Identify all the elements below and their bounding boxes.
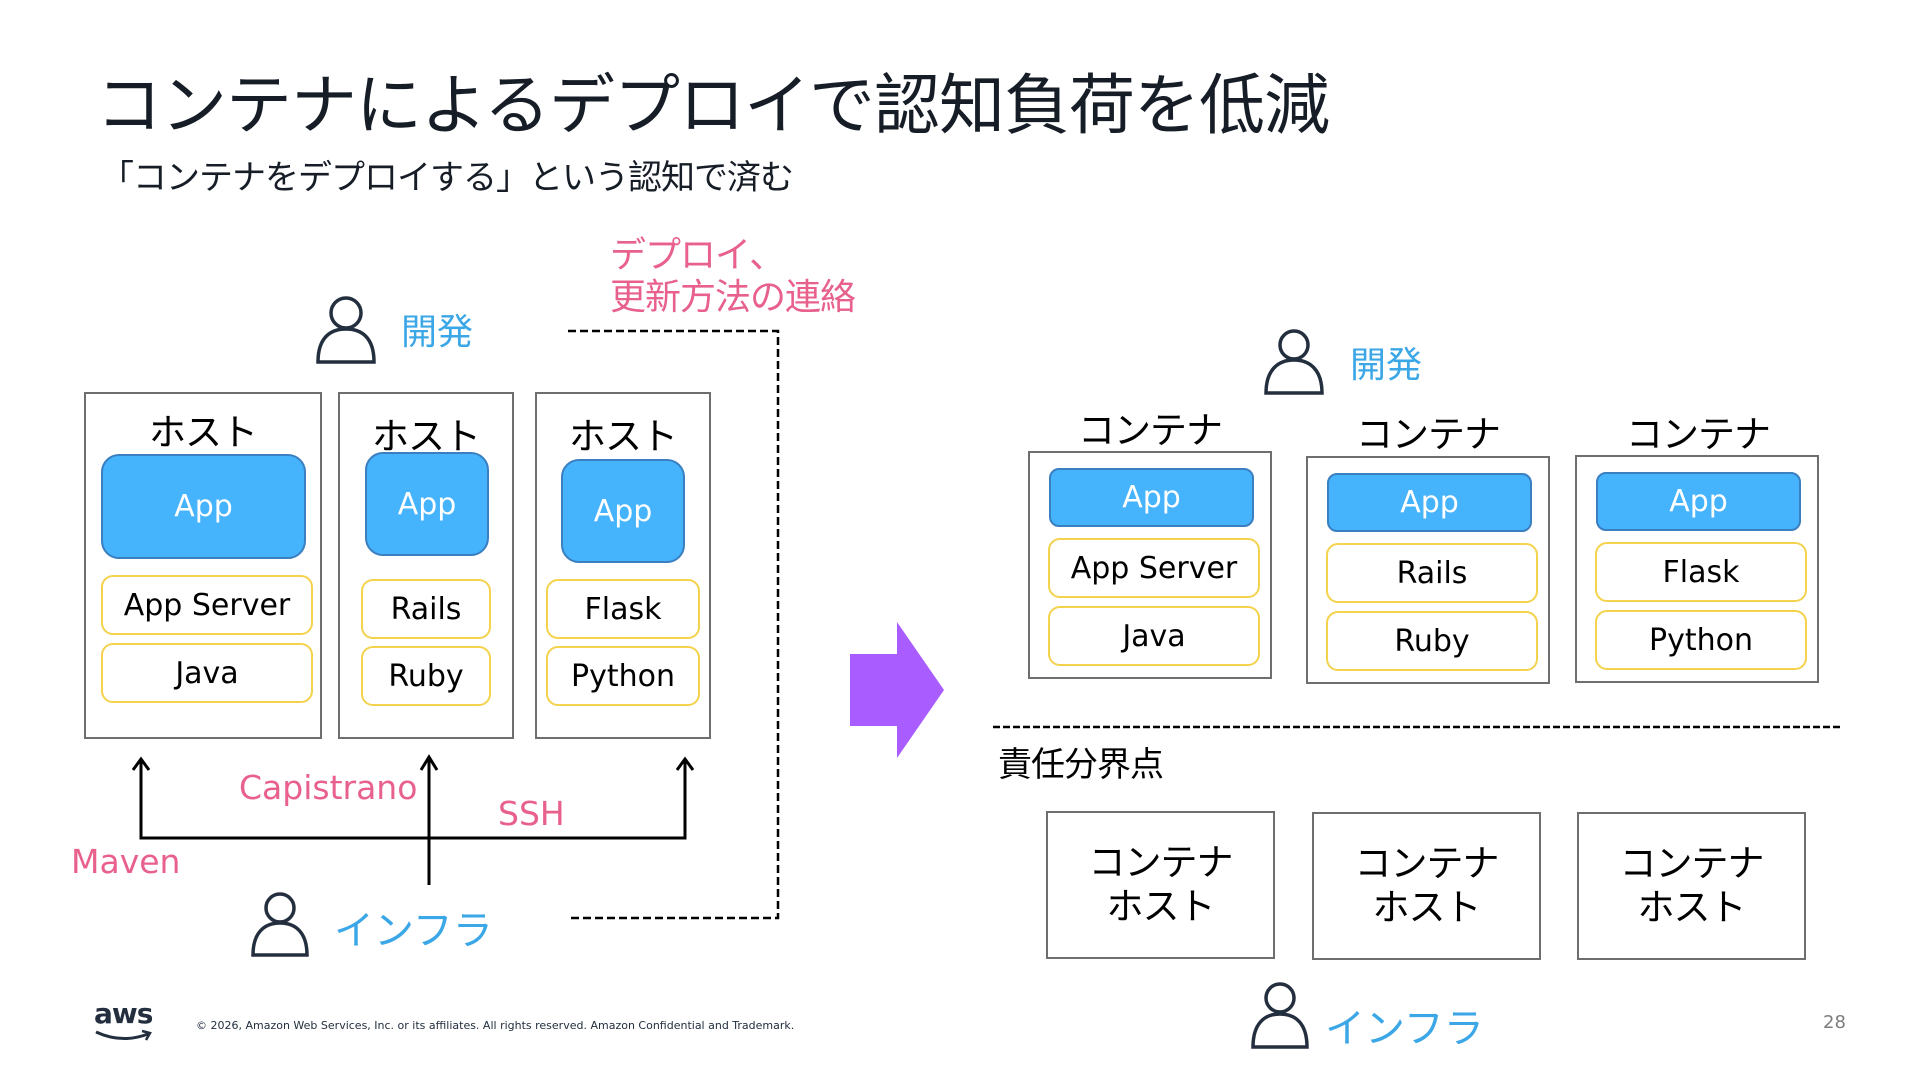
arrowhead-right bbox=[675, 756, 695, 771]
layer-box: App Server bbox=[101, 575, 313, 635]
app-box: App bbox=[101, 454, 306, 559]
layer-box: Java bbox=[101, 643, 313, 703]
capistrano-label: Capistrano bbox=[239, 768, 418, 807]
layer-box: Ruby bbox=[1326, 611, 1538, 671]
communication-note: デプロイ、 更新方法の連絡 bbox=[610, 235, 856, 319]
host-box: ホスト App Rails Ruby bbox=[338, 392, 514, 739]
communication-note-line2: 更新方法の連絡 bbox=[610, 277, 856, 318]
app-box: App bbox=[1596, 472, 1801, 531]
layer-box: Rails bbox=[361, 579, 491, 639]
ssh-label: SSH bbox=[498, 794, 565, 833]
container-host-line2: ホスト bbox=[1637, 886, 1747, 929]
container-host-line1: コンテナ bbox=[1088, 841, 1234, 884]
host-box: ホスト App App Server Java bbox=[84, 392, 322, 739]
container-host-box: コンテナ ホスト bbox=[1046, 811, 1275, 959]
arrowhead-center bbox=[419, 754, 439, 771]
host-label: ホスト bbox=[372, 415, 481, 458]
layer-box: Java bbox=[1048, 606, 1260, 666]
layer-box: Python bbox=[1595, 610, 1807, 670]
app-box: App bbox=[365, 452, 489, 556]
layer-box: Rails bbox=[1326, 543, 1538, 603]
container-box: App App Server Java bbox=[1028, 451, 1272, 679]
layer-box: Flask bbox=[546, 579, 700, 639]
deploy-arrows bbox=[131, 754, 695, 885]
aws-smile-icon bbox=[95, 1029, 152, 1041]
transition-arrow bbox=[850, 622, 944, 758]
app-box: App bbox=[1327, 473, 1532, 532]
container-host-box: コンテナ ホスト bbox=[1577, 812, 1806, 960]
infra-label: インフラ bbox=[1325, 1006, 1484, 1052]
developer-label: 開発 bbox=[1350, 345, 1423, 386]
aws-logo-text: aws bbox=[94, 997, 153, 1030]
deploy-line-horizontal bbox=[139, 760, 687, 840]
copyright-footer: © 2026, Amazon Web Services, Inc. or its… bbox=[196, 1019, 795, 1032]
layer-box: App Server bbox=[1048, 538, 1260, 598]
layer-box: Python bbox=[546, 646, 700, 706]
container-label: コンテナ bbox=[1626, 413, 1771, 456]
app-box: App bbox=[561, 459, 685, 563]
maven-label: Maven bbox=[71, 842, 181, 881]
container-host-box: コンテナ ホスト bbox=[1312, 812, 1541, 960]
container-box: App Rails Ruby bbox=[1306, 456, 1550, 684]
app-box: App bbox=[1049, 468, 1254, 527]
container-box: App Flask Python bbox=[1575, 455, 1819, 683]
container-host-line1: コンテナ bbox=[1354, 842, 1500, 885]
container-host-line2: ホスト bbox=[1372, 886, 1482, 929]
container-label: コンテナ bbox=[1356, 413, 1501, 456]
responsibility-boundary-label: 責任分界点 bbox=[998, 745, 1164, 785]
host-box: ホスト App Flask Python bbox=[535, 392, 711, 739]
developer-person-icon bbox=[1262, 326, 1326, 400]
container-host-line1: コンテナ bbox=[1619, 842, 1765, 885]
infra-person-icon bbox=[248, 890, 312, 962]
infra-label: インフラ bbox=[334, 908, 493, 954]
arrowhead-left bbox=[131, 756, 151, 771]
slide-title: コンテナによるデプロイで認知負荷を低減 bbox=[96, 67, 1330, 144]
container-label: コンテナ bbox=[1078, 409, 1223, 452]
container-host-line2: ホスト bbox=[1106, 885, 1216, 928]
page-number: 28 bbox=[1823, 1012, 1846, 1033]
developer-person-icon bbox=[314, 293, 378, 369]
aws-logo: aws bbox=[94, 1000, 154, 1047]
slide-subtitle: 「コンテナをデプロイする」という認知で済む bbox=[100, 158, 794, 198]
infra-person-icon bbox=[1249, 980, 1311, 1054]
layer-box: Ruby bbox=[361, 646, 491, 706]
communication-note-line1: デプロイ、 bbox=[610, 235, 785, 276]
host-label: ホスト bbox=[149, 411, 258, 454]
communication-dashed-line bbox=[568, 329, 780, 920]
developer-label: 開発 bbox=[401, 312, 474, 353]
layer-box: Flask bbox=[1595, 542, 1807, 602]
host-label: ホスト bbox=[569, 415, 678, 458]
